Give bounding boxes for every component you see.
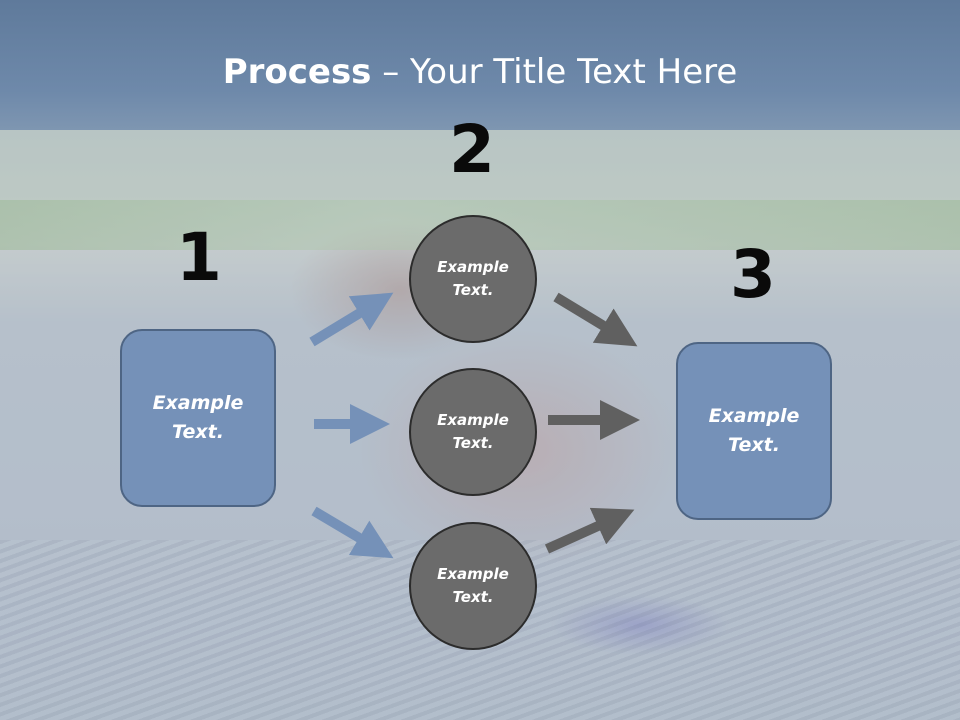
slide-title: Process – Your Title Text Here <box>0 52 960 92</box>
arrow-out-top <box>553 292 638 347</box>
arrow-in-bottom <box>311 506 394 559</box>
circle-middle: Example Text. <box>409 368 537 496</box>
right-box-label: Example Text. <box>708 405 800 456</box>
title-band <box>0 0 960 130</box>
circle-top: Example Text. <box>409 215 537 343</box>
right-box: Example Text. <box>676 342 832 520</box>
circle-bottom: Example Text. <box>409 522 537 650</box>
arrow-in-top <box>309 292 394 347</box>
title-rest: – Your Title Text Here <box>371 52 738 92</box>
step-number-3: 3 <box>730 236 776 313</box>
left-box: Example Text. <box>120 329 276 507</box>
arrow-out-bottom <box>544 507 635 554</box>
circle-middle-label: Example Text. <box>437 411 509 452</box>
left-box-label: Example Text. <box>152 392 244 443</box>
step-number-2: 2 <box>449 111 495 188</box>
circle-top-label: Example Text. <box>437 258 509 299</box>
step-number-1: 1 <box>176 219 222 296</box>
circle-bottom-label: Example Text. <box>437 565 509 606</box>
title-strong: Process <box>222 52 372 92</box>
